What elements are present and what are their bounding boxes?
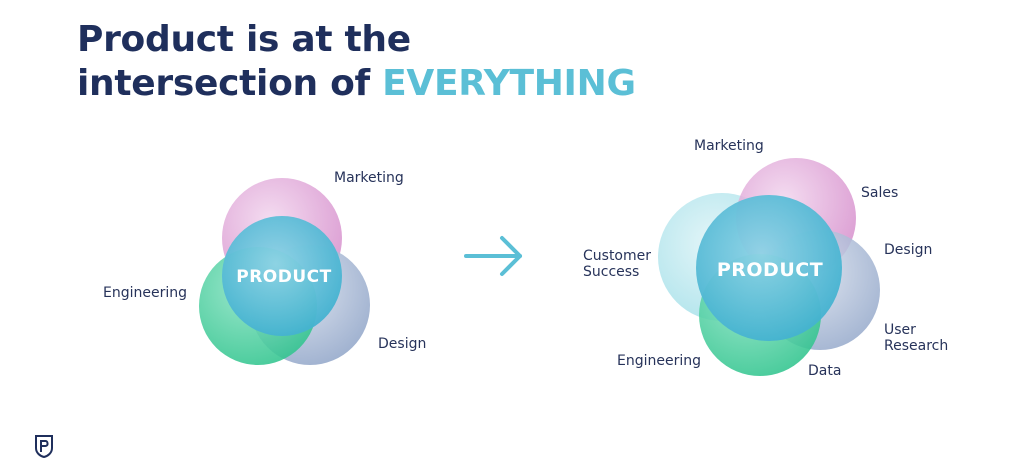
left-marketing-label: Marketing xyxy=(334,170,404,186)
title-accent-word: EVERYTHING xyxy=(382,63,636,104)
right-customer-label: Customer xyxy=(583,248,651,264)
right-user-label: User xyxy=(884,322,916,338)
right-marketing-label: Marketing xyxy=(694,138,764,154)
right-data-label: Data xyxy=(808,363,841,379)
title-line-2: intersection of EVERYTHING xyxy=(77,62,636,106)
right-success-label: Success xyxy=(583,264,639,280)
right-product-circle xyxy=(696,195,842,341)
right-design-label: Design xyxy=(884,242,932,258)
left-product-circle xyxy=(222,216,342,336)
left-venn: PRODUCT Marketing Engineering Design xyxy=(103,170,426,365)
right-research-label: Research xyxy=(884,338,948,354)
right-venn: PRODUCT Marketing Sales Design Customer … xyxy=(583,138,948,379)
page-title: Product is at the intersection of EVERYT… xyxy=(77,18,636,106)
left-engineering-label: Engineering xyxy=(103,285,187,301)
right-engineering-label: Engineering xyxy=(617,353,701,369)
right-sales-label: Sales xyxy=(861,185,898,201)
right-product-label: PRODUCT xyxy=(717,259,823,281)
title-line-1: Product is at the xyxy=(77,19,411,60)
title-line-2-text: intersection of xyxy=(77,63,383,104)
shield-p-logo-icon xyxy=(35,435,53,458)
arrow-right-icon xyxy=(464,236,522,276)
left-design-label: Design xyxy=(378,336,426,352)
left-product-label: PRODUCT xyxy=(236,267,332,287)
